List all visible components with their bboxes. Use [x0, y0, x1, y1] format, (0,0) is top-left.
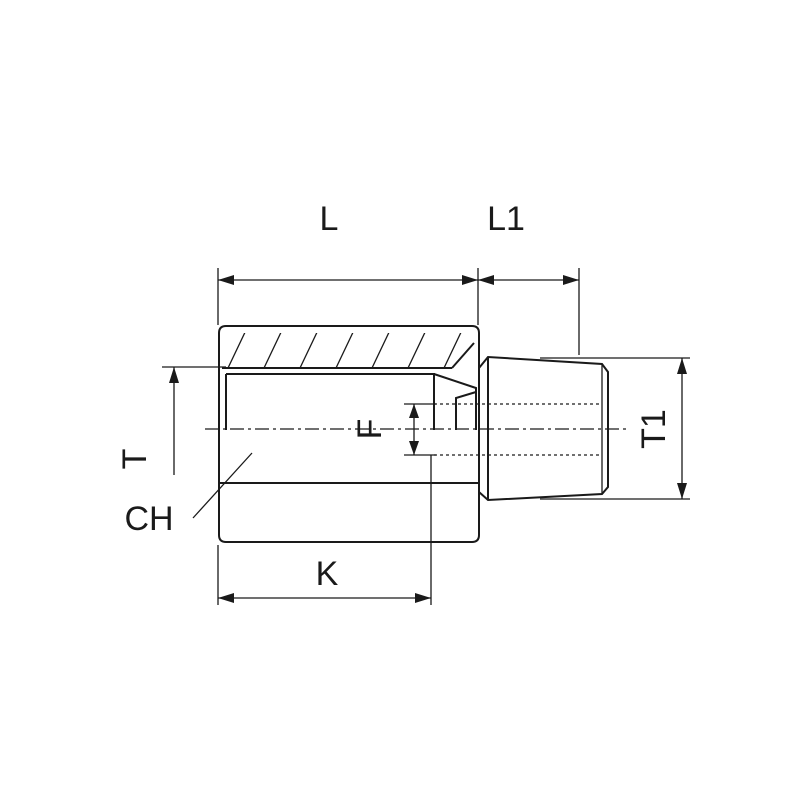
label-l1: L1	[487, 200, 525, 238]
label-l: L	[320, 200, 339, 238]
dimension-k	[217, 455, 432, 605]
dimension-l1	[478, 268, 580, 355]
label-k: K	[316, 555, 339, 593]
label-t: T	[116, 449, 154, 470]
chamfer-line	[451, 342, 475, 369]
dimension-l	[217, 268, 479, 325]
hex-body	[218, 325, 480, 543]
label-f: F	[351, 419, 389, 440]
dimension-t	[162, 366, 226, 475]
label-ch: CH	[124, 500, 173, 538]
bore-cavity	[225, 373, 477, 430]
dimension-t1	[677, 358, 687, 499]
section-hatching	[227, 333, 465, 368]
dimension-f	[404, 403, 436, 456]
label-t1: T1	[635, 409, 673, 449]
leader-ch	[192, 452, 253, 519]
